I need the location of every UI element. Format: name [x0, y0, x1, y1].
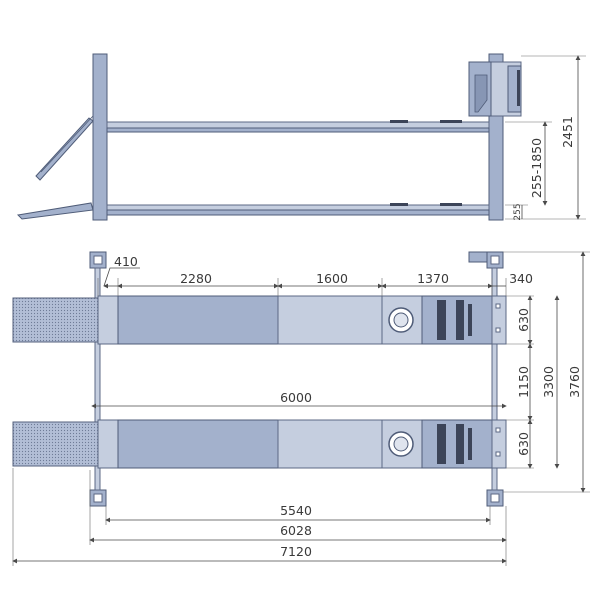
side-view: 2451 255-1850 255 — [16, 53, 586, 221]
dim-runway-width-top: 630 — [516, 308, 531, 332]
dim-min-height: 255 — [513, 203, 523, 220]
upper-runway-side — [106, 121, 490, 129]
dim-section-b: 1600 — [316, 271, 348, 286]
top-view: 2280 1600 1370 340 410 630 1150 630 3300… — [12, 251, 590, 566]
runway-upper — [12, 295, 507, 345]
runway-lower — [12, 419, 507, 469]
dim-post-span: 5540 — [280, 503, 312, 518]
dim-inner-width: 3300 — [541, 366, 556, 398]
dim-runway-gap: 1150 — [516, 366, 531, 398]
dim-runway-width-bottom: 630 — [516, 432, 531, 456]
left-post-side — [92, 53, 108, 221]
dim-overall-without-ramps: 6028 — [280, 523, 312, 538]
dim-total-height: 2451 — [560, 116, 575, 148]
dim-outer-width: 3760 — [567, 366, 582, 398]
raised-ramp — [35, 117, 94, 181]
dim-post-right: 340 — [509, 271, 533, 286]
motor-unit — [468, 61, 522, 117]
dim-overall-length: 7120 — [280, 544, 312, 559]
dim-section-c: 1370 — [417, 271, 449, 286]
dim-post-offset: 410 — [114, 254, 138, 269]
dim-runway-length: 6000 — [280, 390, 312, 405]
lowered-ramp — [16, 202, 94, 220]
ramp-lower — [12, 421, 99, 467]
dim-lift-range: 255-1850 — [529, 138, 544, 198]
dim-section-a: 2280 — [180, 271, 212, 286]
lower-runway-side — [106, 204, 490, 211]
ramp-upper — [12, 297, 99, 343]
